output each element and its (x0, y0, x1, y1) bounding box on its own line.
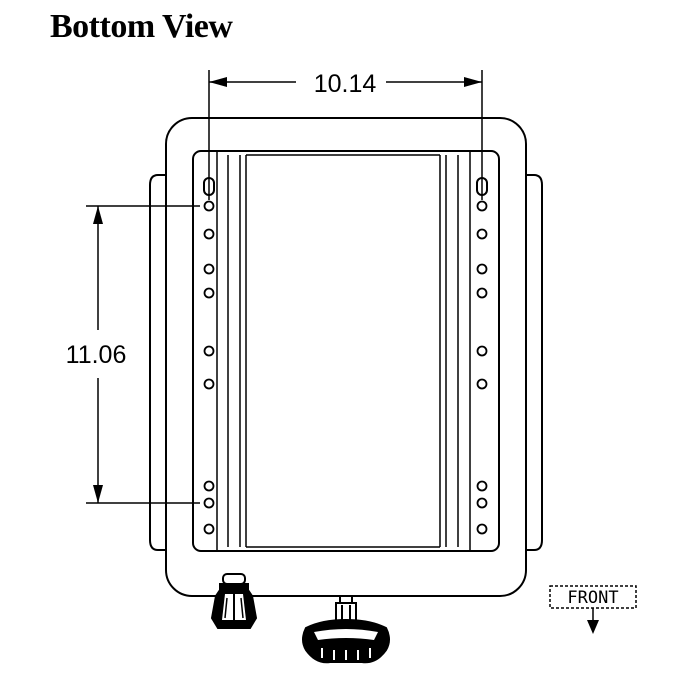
left-mounting-holes (203, 200, 215, 535)
mounting-hole (203, 200, 215, 212)
mounting-hole (203, 480, 215, 492)
mounting-hole (476, 497, 488, 509)
mounting-hole (203, 523, 215, 535)
width-dimension-label: 10.14 (314, 70, 377, 98)
mounting-hole (476, 287, 488, 299)
mounting-hole (203, 263, 215, 275)
mounting-hole (203, 228, 215, 240)
left-side-flange (149, 174, 166, 551)
mounting-hole (476, 228, 488, 240)
center-knob (302, 596, 390, 664)
left-knob (210, 573, 258, 629)
mounting-hole (203, 378, 215, 390)
outer-housing (165, 117, 527, 597)
mounting-plate (192, 150, 500, 552)
front-indicator (549, 585, 637, 634)
width-dimension (208, 70, 483, 200)
down-arrow-icon (587, 620, 599, 634)
front-label: FRONT (567, 588, 618, 608)
mounting-hole (476, 263, 488, 275)
mounting-hole (203, 345, 215, 357)
height-dimension (86, 205, 200, 504)
mounting-hole (476, 345, 488, 357)
mounting-hole (476, 200, 488, 212)
mounting-hole (203, 497, 215, 509)
right-side-flange (526, 174, 543, 551)
height-arrowhead-bottom (93, 485, 103, 503)
height-arrowhead-top (93, 206, 103, 224)
height-dimension-label: 11.06 (66, 341, 127, 369)
mounting-hole (476, 378, 488, 390)
right-mounting-holes (476, 200, 488, 535)
view-title: Bottom View (50, 8, 233, 45)
mounting-hole (476, 480, 488, 492)
width-arrowhead-right (464, 77, 482, 87)
width-arrowhead-left (209, 77, 227, 87)
panel-rails (216, 151, 471, 551)
mounting-hole (476, 523, 488, 535)
mounting-hole (203, 287, 215, 299)
